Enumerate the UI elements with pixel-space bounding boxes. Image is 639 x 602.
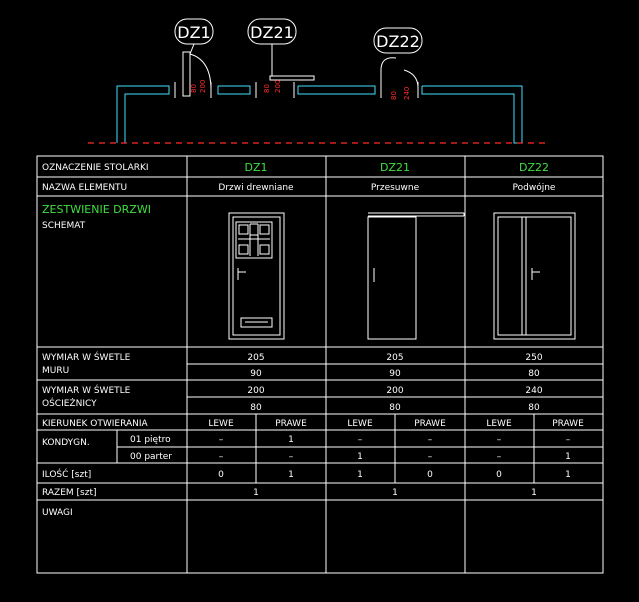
dz1-elevation (228, 212, 285, 340)
dz1-qty-right: 1 (288, 470, 294, 480)
dz1-right-header: PRAWE (275, 419, 307, 429)
dz22-qty-left: 0 (496, 470, 502, 480)
dz1-wall-w: 90 (250, 369, 262, 379)
dz22-f0-left: – (497, 452, 502, 462)
door-column-dz21: DZ21 Przesuwne 205 90 200 80 LEWE PRAWE … (347, 161, 446, 498)
dz21-total: 1 (392, 488, 398, 498)
wall-opening-label: WYMIAR W ŚWETLE (42, 351, 131, 363)
floor-label: KONDYGN. (42, 438, 90, 448)
dz1-plan-door (174, 51, 212, 98)
dz21-name: Przesuwne (371, 183, 420, 193)
dz22-plan-door (380, 57, 419, 98)
dz1-total: 1 (253, 488, 259, 498)
dz21-elevation (367, 212, 465, 340)
dz22-elevation (493, 212, 576, 340)
dz22-wall-h: 250 (525, 353, 542, 363)
notes-label: UWAGI (42, 508, 73, 518)
dz21-right-header: PRAWE (414, 419, 446, 429)
dz21-height-dim: 200 (274, 80, 282, 93)
dz22-f0-right: 1 (565, 452, 571, 462)
dz22-code: DZ22 (519, 161, 549, 174)
dz21-width-dim: 80 (263, 84, 271, 93)
dz1-code: DZ1 (244, 161, 267, 174)
dz21-f1-left: – (358, 435, 363, 445)
element-name-label: NAZWA ELEMENTU (42, 183, 127, 193)
dz21-f0-right: – (428, 452, 433, 462)
dz22-qty-right: 1 (565, 470, 571, 480)
plan-dimensions: 80 200 80 200 80 240 (190, 80, 411, 100)
direction-label: KIERUNEK OTWIERANIA (42, 419, 149, 429)
dz1-frame-h: 200 (247, 386, 264, 396)
tag-dz21: DZ21 (247, 18, 297, 76)
dz22-width-dim: 80 (390, 91, 398, 100)
dz22-name: Podwójne (513, 182, 556, 193)
row-labels: OZNACZENIE STOLARKI NAZWA ELEMENTU ZESTW… (42, 163, 172, 518)
dz21-plan-door (255, 75, 315, 98)
dz1-f0-left: – (219, 452, 224, 462)
svg-text:DZ22: DZ22 (376, 32, 420, 51)
dz21-f1-right: – (428, 435, 433, 445)
dz22-wall-w: 80 (528, 369, 540, 379)
dz21-frame-h: 200 (386, 386, 403, 396)
schedule-table-grid (36, 155, 604, 574)
svg-text:DZ1: DZ1 (177, 23, 210, 42)
dz21-f0-left: 1 (357, 452, 363, 462)
dz22-f1-right: – (566, 435, 571, 445)
door-column-dz22: DZ22 Podwójne 250 80 240 80 LEWE PRAWE –… (486, 161, 584, 498)
dz21-frame-w: 80 (389, 403, 401, 413)
dz21-wall-h: 205 (386, 353, 403, 363)
dz22-total: 1 (531, 488, 537, 498)
dz22-frame-h: 240 (525, 386, 542, 396)
dz1-f1-left: – (219, 435, 224, 445)
dz1-f1-right: 1 (288, 435, 294, 445)
dz22-frame-w: 80 (528, 403, 540, 413)
frame-opening-label: WYMIAR W ŚWETLE (42, 384, 131, 396)
summary-title: ZESTWIENIE DRZWI (42, 203, 151, 216)
dz21-left-header: LEWE (347, 419, 373, 429)
total-label: RAZEM [szt] (42, 488, 97, 498)
scheme-label: SCHEMAT (42, 221, 86, 231)
walls (116, 85, 523, 144)
dz1-wall-h: 205 (247, 353, 264, 363)
floor-0-label: 00 parter (130, 452, 172, 462)
dz1-qty-left: 0 (218, 470, 224, 480)
tag-dz1: DZ1 (174, 18, 214, 55)
svg-text:DZ21: DZ21 (250, 23, 294, 42)
qty-label: ILOŚĆ [szt] (42, 468, 91, 480)
dz22-right-header: PRAWE (552, 419, 584, 429)
dz21-qty-left: 1 (357, 470, 363, 480)
dz21-qty-right: 0 (427, 470, 433, 480)
dz1-frame-w: 80 (250, 403, 262, 413)
plan-view: 80 200 80 200 80 240 DZ1 DZ21 DZ22 (88, 18, 545, 144)
designation-label: OZNACZENIE STOLARKI (42, 163, 149, 173)
tag-dz22: DZ22 (373, 27, 423, 54)
dz1-left-header: LEWE (208, 419, 234, 429)
dz22-left-header: LEWE (486, 419, 512, 429)
dz1-name: Drzwi drewniane (218, 183, 294, 193)
frame-opening-label-2: OŚCIEŻNICY (42, 397, 97, 409)
dz21-wall-w: 90 (389, 369, 401, 379)
dz1-height-dim: 200 (199, 80, 207, 93)
dz22-height-dim: 240 (403, 87, 411, 100)
dz21-code: DZ21 (380, 161, 410, 174)
floor-1-label: 01 piętro (130, 435, 171, 445)
wall-opening-label-2: MURU (42, 366, 69, 376)
dz1-f0-right: – (289, 452, 294, 462)
dz22-f1-left: – (497, 435, 502, 445)
dz1-width-dim: 80 (190, 84, 198, 93)
door-column-dz1: DZ1 Drzwi drewniane 205 90 200 80 LEWE P… (208, 161, 307, 498)
